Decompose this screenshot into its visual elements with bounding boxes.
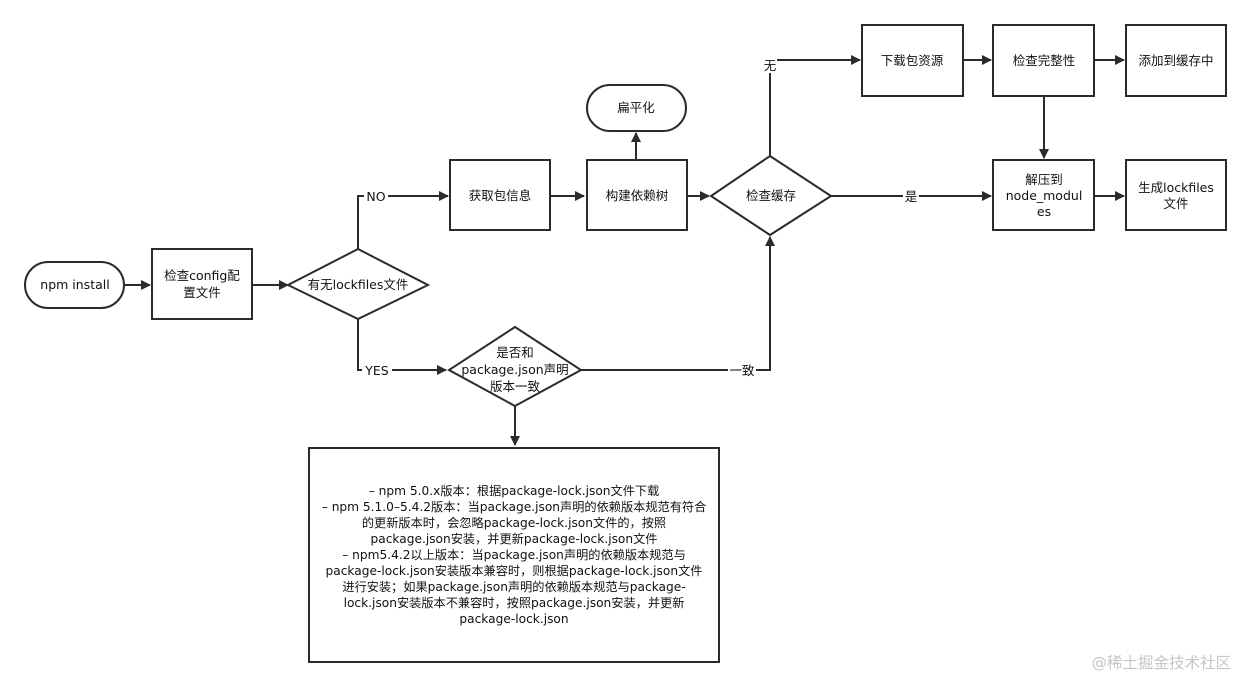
node-flatten [586, 84, 687, 132]
note-line: package-lock.json安装版本兼容时，则根据package-lock… [325, 564, 703, 578]
edge-label-is: 是 [905, 189, 918, 204]
node-get-pkg-info [449, 159, 551, 231]
node-flatten-label: 扁平化 [617, 100, 655, 115]
node-extract-label-3: es [1037, 204, 1051, 219]
node-check-integrity [992, 24, 1095, 97]
node-extract [992, 159, 1095, 231]
note-line: package-lock.json [459, 612, 569, 626]
edge-cache-none [769, 55, 861, 156]
node-build-tree [586, 159, 688, 231]
node-check-config-label-1: 检查config配 [164, 268, 240, 283]
note-line: – npm5.4.2以上版本：当package.json声明的依赖版本规范与 [342, 548, 686, 562]
node-download [861, 24, 964, 97]
node-check-config [151, 248, 253, 320]
node-version-match [447, 325, 583, 408]
node-check-cache [709, 154, 833, 237]
note-line: 进行安装；如果package.json声明的依赖版本规范与package- [342, 580, 686, 594]
node-npm-install [24, 261, 125, 309]
edge-label-yes: YES [364, 363, 389, 378]
node-download-label: 下载包资源 [881, 53, 944, 68]
version-notes-box: – npm 5.0.x版本：根据package-lock.json文件下载 – … [308, 447, 720, 663]
edge-label-no: NO [366, 189, 385, 204]
node-extract-label-1: 解压到 [1025, 172, 1063, 187]
node-gen-lockfiles [1125, 159, 1227, 231]
watermark: @稀土掘金技术社区 [1091, 654, 1231, 672]
edge-lockfile-yes [357, 319, 447, 375]
node-has-lockfile [285, 247, 431, 321]
edge-label-consistent: 一致 [729, 363, 755, 378]
node-check-cache-label: 检查缓存 [746, 188, 796, 203]
node-check-integrity-label: 检查完整性 [1013, 53, 1076, 68]
node-npm-install-label: npm install [40, 277, 109, 292]
edge-lockfile-no [357, 191, 449, 249]
note-line: package.json安装，并更新package-lock.json文件 [370, 532, 658, 546]
node-version-match-label-1: 是否和 [496, 345, 534, 360]
node-check-config-label-2: 置文件 [183, 285, 221, 300]
node-add-cache [1125, 24, 1227, 97]
node-extract-label-2: node_modul [1006, 188, 1083, 203]
node-get-pkg-info-label: 获取包信息 [469, 188, 532, 203]
edge-label-none: 无 [764, 58, 777, 73]
node-version-match-label-2: package.json声明 [461, 362, 568, 377]
note-line: – npm 5.0.x版本：根据package-lock.json文件下载 [368, 484, 660, 498]
node-gen-lockfiles-label-2: 文件 [1163, 196, 1188, 211]
node-gen-lockfiles-label-1: 生成lockfiles [1138, 180, 1214, 195]
version-notes-text: – npm 5.0.x版本：根据package-lock.json文件下载 – … [316, 483, 713, 627]
node-add-cache-label: 添加到缓存中 [1138, 53, 1213, 68]
node-build-tree-label: 构建依赖树 [606, 188, 669, 203]
node-has-lockfile-label: 有无lockfiles文件 [308, 277, 409, 292]
note-line: 的更新版本时，会忽略package-lock.json文件的，按照 [361, 516, 667, 530]
edge-version-consistent [581, 236, 775, 371]
note-line: – npm 5.1.0–5.4.2版本：当package.json声明的依赖版本… [321, 500, 707, 514]
node-version-match-label-3: 版本一致 [490, 379, 541, 394]
note-line: lock.json安装版本不兼容时，按照package.json安装，并更新 [343, 596, 685, 610]
